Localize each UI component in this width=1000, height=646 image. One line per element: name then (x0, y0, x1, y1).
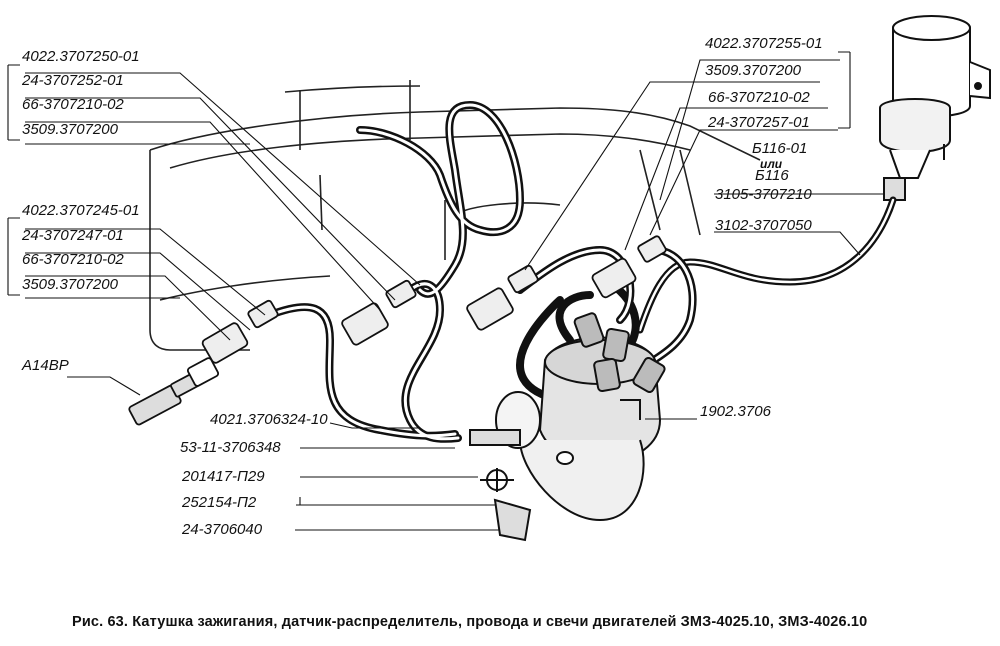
label-ili: или (760, 157, 783, 171)
engine-block-outline (149, 80, 761, 351)
label-3102-3707050: 3102-3707050 (715, 217, 812, 234)
spark-plug (128, 357, 220, 426)
label-3509-3707200-a: 3509.3707200 (22, 121, 118, 138)
label-a14vr: А14ВР (22, 357, 69, 374)
label-66-3707210-02-b: 66-3707210-02 (22, 251, 124, 268)
distributor (469, 312, 666, 542)
label-3509-3707200-c: 3509.3707200 (705, 62, 801, 79)
label-b116-01: Б116-01 (752, 140, 808, 157)
label-24-3707257-01: 24-3707257-01 (708, 114, 810, 131)
label-3105-3707210: 3105-3707210 (715, 186, 812, 203)
label-4022-3707245-01: 4022.3707245-01 (22, 202, 140, 219)
label-66-3707210-02-a: 66-3707210-02 (22, 96, 124, 113)
label-201417-p29: 201417-П29 (182, 468, 265, 485)
label-53-11-3706348: 53-11-3706348 (180, 439, 281, 456)
label-24-3706040: 24-3706040 (182, 521, 263, 538)
leader-lines (7, 51, 885, 531)
label-4021-3706324-10: 4021.3706324-10 (210, 411, 328, 428)
label-252154-p2: 252154-П2 (182, 494, 257, 511)
label-4022-3707255-01: 4022.3707255-01 (705, 35, 823, 52)
label-3509-3707200-b: 3509.3707200 (22, 276, 118, 293)
label-24-3707247-01: 24-3707247-01 (22, 227, 124, 244)
label-4022-3707250-01: 4022.3707250-01 (22, 48, 140, 65)
ignition-coil (879, 15, 991, 201)
label-66-3707210-02-c: 66-3707210-02 (708, 89, 810, 106)
figure-caption: Рис. 63. Катушка зажигания, датчик-распр… (72, 614, 868, 630)
label-1902-3706: 1902.3706 (700, 403, 771, 420)
label-24-3707252-01: 24-3707252-01 (22, 72, 124, 89)
label-b116: Б116 (755, 167, 789, 184)
